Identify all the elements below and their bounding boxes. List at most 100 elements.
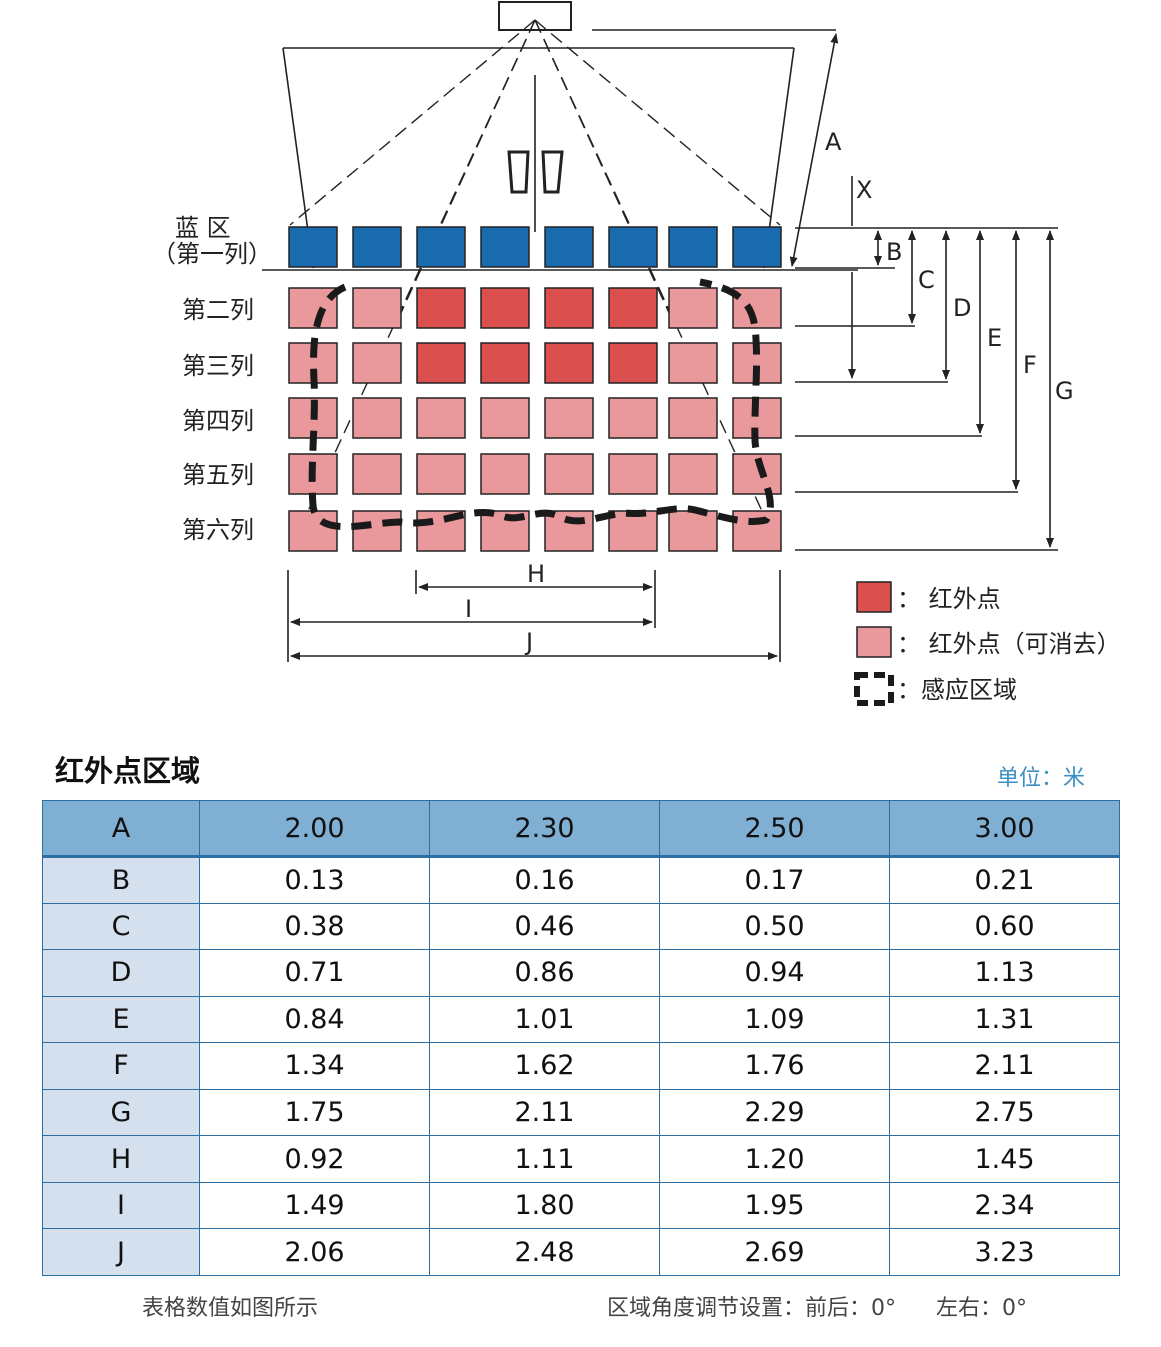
value-cell: 2.11 — [429, 1088, 660, 1137]
legend-swatch-removable — [856, 626, 892, 658]
infrared-point — [480, 287, 530, 329]
sensing-area-outline — [308, 278, 774, 531]
removable-infrared-point — [480, 397, 530, 439]
value-cell: 2.69 — [659, 1228, 890, 1276]
value-cell: 1.75 — [199, 1088, 430, 1137]
angle-setting: 区域角度调节设置：前后：0° 左右：0° — [607, 1290, 1027, 1322]
legend-label-sensing-area: ：感应区域 — [897, 676, 1017, 704]
blue-zone-square — [480, 226, 530, 268]
value-cell: 2.06 — [199, 1228, 430, 1276]
row-labels: 蓝 区 （第一列） 第二列 第三列 第四列 第五列 第六列 — [152, 214, 272, 544]
value-cell: 1.49 — [199, 1181, 430, 1230]
row-label-5: 第五列 — [182, 461, 254, 489]
value-cell: 1.34 — [199, 1042, 430, 1090]
removable-infrared-point — [288, 510, 338, 552]
row-header-cell: B — [42, 856, 200, 904]
value-cell: 0.46 — [429, 902, 660, 951]
blue-zone-square — [544, 226, 594, 268]
value-cell: 2.11 — [889, 1042, 1120, 1090]
value-cell: 1.01 — [429, 995, 660, 1044]
infrared-grid — [288, 226, 782, 552]
value-cell: 0.92 — [199, 1135, 430, 1183]
row-header-cell: G — [42, 1088, 200, 1137]
blue-zone-square — [416, 226, 466, 268]
removable-infrared-point — [544, 453, 594, 495]
blue-zone-label: 蓝 区 — [175, 214, 231, 242]
removable-infrared-point — [352, 453, 402, 495]
infrared-point — [480, 342, 530, 384]
dimension-label-b: B — [886, 238, 902, 266]
value-cell: 0.60 — [889, 902, 1120, 951]
dimension-label-h: H — [527, 560, 545, 588]
dimension-arrows — [789, 33, 1054, 548]
blue-zone-sublabel: （第一列） — [152, 240, 272, 268]
value-cell: 0.71 — [199, 949, 430, 997]
width-dimensions — [287, 570, 781, 662]
infrared-point — [416, 287, 466, 329]
removable-infrared-point — [732, 510, 782, 552]
value-cell: 0.84 — [199, 995, 430, 1044]
sensor-device — [498, 1, 572, 31]
legend-label-infrared: ： 红外点 — [897, 585, 1001, 613]
removable-infrared-point — [544, 397, 594, 439]
blue-zone-square — [352, 226, 402, 268]
value-cell: 2.48 — [429, 1228, 660, 1276]
header-cell: A — [42, 800, 200, 857]
legend: ： 红外点 ： 红外点（可消去） ：感应区域 — [854, 581, 1121, 706]
value-cell: 1.09 — [659, 995, 890, 1044]
dimension-guides — [592, 29, 1058, 551]
dimension-label-d: D — [953, 294, 971, 322]
value-cell: 0.86 — [429, 949, 660, 997]
header-cell: 2.30 — [429, 800, 660, 857]
row-header-cell: C — [42, 902, 200, 951]
blue-zone-square — [732, 226, 782, 268]
value-cell: 1.11 — [429, 1135, 660, 1183]
value-cell: 1.95 — [659, 1181, 890, 1230]
infrared-point — [544, 287, 594, 329]
row-label-6: 第六列 — [182, 516, 254, 544]
value-cell: 1.13 — [889, 949, 1120, 997]
infrared-point — [544, 342, 594, 384]
dimension-label-x: X — [856, 176, 872, 204]
removable-infrared-point — [416, 453, 466, 495]
angle-setting-left-right: 左右：0° — [936, 1296, 1027, 1321]
header-cell: 2.00 — [199, 800, 430, 857]
value-cell: 1.76 — [659, 1042, 890, 1090]
removable-infrared-point — [668, 397, 718, 439]
infrared-point — [608, 287, 658, 329]
value-cell: 2.75 — [889, 1088, 1120, 1137]
value-cell: 1.45 — [889, 1135, 1120, 1183]
value-cell: 0.94 — [659, 949, 890, 997]
dimension-label-i: I — [465, 595, 472, 623]
removable-infrared-point — [352, 287, 402, 329]
removable-infrared-point — [480, 453, 530, 495]
header-cell: 3.00 — [889, 800, 1120, 857]
value-cell: 0.38 — [199, 902, 430, 951]
dimension-label-f: F — [1023, 351, 1037, 379]
legend-swatch-sensing-area — [854, 672, 894, 706]
removable-infrared-point — [608, 397, 658, 439]
table-header-row: A 2.00 2.30 2.50 3.00 — [42, 800, 1120, 857]
removable-infrared-point — [668, 453, 718, 495]
unit-label: 单位：米 — [997, 766, 1086, 791]
row-header-cell: J — [42, 1228, 200, 1276]
row-header-cell: E — [42, 995, 200, 1044]
angle-setting-front-back: 区域角度调节设置：前后：0° — [607, 1296, 896, 1321]
legend-label-removable: ： 红外点（可消去） — [897, 630, 1121, 658]
value-cell: 1.31 — [889, 995, 1120, 1044]
value-cell: 1.20 — [659, 1135, 890, 1183]
dimension-label-c: C — [918, 266, 935, 294]
removable-infrared-point — [352, 397, 402, 439]
dimension-label-a: A — [825, 128, 842, 156]
legend-swatch-infrared — [856, 581, 892, 613]
value-cell: 0.17 — [659, 856, 890, 904]
